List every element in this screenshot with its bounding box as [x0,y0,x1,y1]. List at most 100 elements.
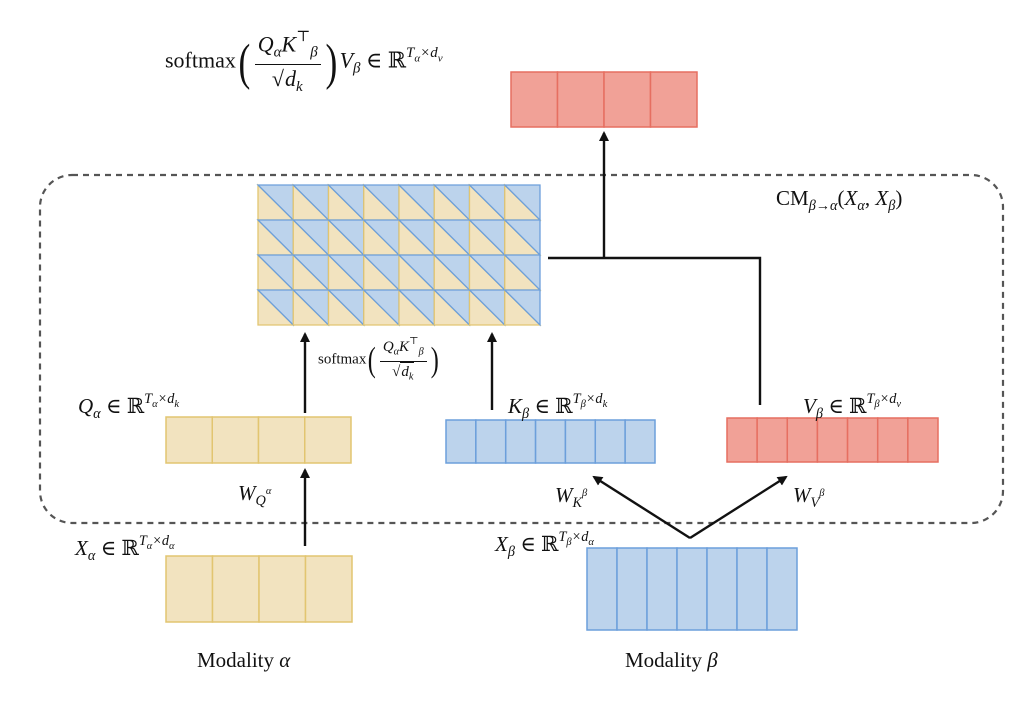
math-token: K [508,393,523,418]
vector-cell [646,547,678,631]
math-token: ∈ ℝ [529,393,573,418]
output-formula-label: softmax(QαK⊤β√dk)Vβ ∈ ℝTα×dv [165,29,443,95]
vector-cell [564,419,597,464]
math-token: β [582,488,588,500]
math-token: ×d [571,529,589,545]
arrow-xbeta-to-v [689,475,788,540]
math-token: W [793,483,811,507]
math-token: α [414,52,421,65]
math-token: v [437,52,443,65]
math-token: d [401,363,409,380]
vector-cell [504,419,537,464]
math-token: β [507,543,515,560]
vector-cell [304,555,353,623]
math-token: β [522,405,530,422]
key-vector [445,419,656,464]
vector-cell [534,419,567,464]
w-v-label: WVβ [793,483,824,511]
crossmodal-label: CMβ→α(Xα, Xβ) [776,186,902,214]
math-token: α [87,547,96,564]
math-token: K [281,31,297,57]
math-token: α [265,486,272,498]
vector-cell [603,71,652,128]
x-alpha-label: Xα ∈ ℝTα×dα [75,534,175,563]
math-token: Modality [625,648,708,672]
x-beta-label: Xβ ∈ ℝTβ×dα [495,530,594,559]
math-token: , [864,186,876,210]
math-token: softmax [318,351,367,368]
vector-cell [445,419,477,464]
math-token: K [572,494,583,511]
math-token: k [295,78,303,95]
vector-cell [556,71,605,128]
vector-cell [586,547,618,631]
math-token: ×d [585,391,603,407]
modality-beta-label: Modality β [625,650,718,671]
math-token: α [169,541,175,553]
value-vector [726,417,939,463]
math-token: ∈ ℝ [514,531,559,556]
math-token: β→α [808,197,838,214]
math-token: ×d [157,391,175,407]
vector-cell [475,419,507,464]
query-vector [165,416,352,464]
math-token: V [810,494,820,511]
math-token: X [875,186,889,210]
query-label: Qα ∈ ℝTα×dk [78,392,179,421]
math-token: β [888,197,896,214]
vector-cell [510,71,559,128]
vector-cell [649,71,698,128]
line-v-to-output [548,256,762,405]
math-token: T [558,529,567,545]
math-token: softmax [165,47,236,73]
math-token: β [353,60,361,77]
attention-cell-key-part [503,254,541,292]
vector-cell [876,417,909,463]
math-token: k [174,399,180,411]
math-token: ( [837,186,845,210]
x-alpha-input [165,555,353,623]
vector-cell [624,419,656,464]
math-token: β [418,346,424,358]
vector-cell [766,547,798,631]
math-token: W [555,483,573,507]
math-token: ×d [420,45,438,61]
crossmodal-block-boundary [38,173,1005,525]
math-token: α [273,44,282,61]
vector-cell [616,547,648,631]
vector-cell [165,416,213,464]
math-token: α [146,541,153,553]
math-token: X [495,531,508,556]
vector-cell [726,417,758,463]
modality-alpha-label: Modality α [197,650,290,671]
math-token: α [393,346,400,358]
vector-cell [676,547,708,631]
math-token: Q [255,492,266,509]
math-token: β [310,44,318,61]
vector-cell [258,555,307,623]
fraction: QαK⊤β√dk [379,336,427,383]
math-token: β [874,399,880,411]
math-token: Q [382,339,394,356]
math-token: ×d [152,533,170,549]
vector-cell [304,416,352,464]
math-token: V [339,47,354,73]
math-token: ∈ ℝ [360,47,407,73]
math-token: Q [257,31,274,57]
math-token: α [857,197,865,214]
vector-cell [165,555,214,623]
math-token: β [707,648,718,672]
math-token: d [284,65,296,91]
attention-cell-key-part [503,289,541,327]
math-token: √ [392,363,401,380]
w-k-label: WKβ [555,483,588,511]
math-token: β [580,399,586,411]
vector-cell [594,419,626,464]
x-beta-input [586,547,798,631]
vector-cell [211,416,260,464]
math-token: T [572,391,581,407]
vector-cell [786,417,819,463]
vector-cell [846,417,879,463]
